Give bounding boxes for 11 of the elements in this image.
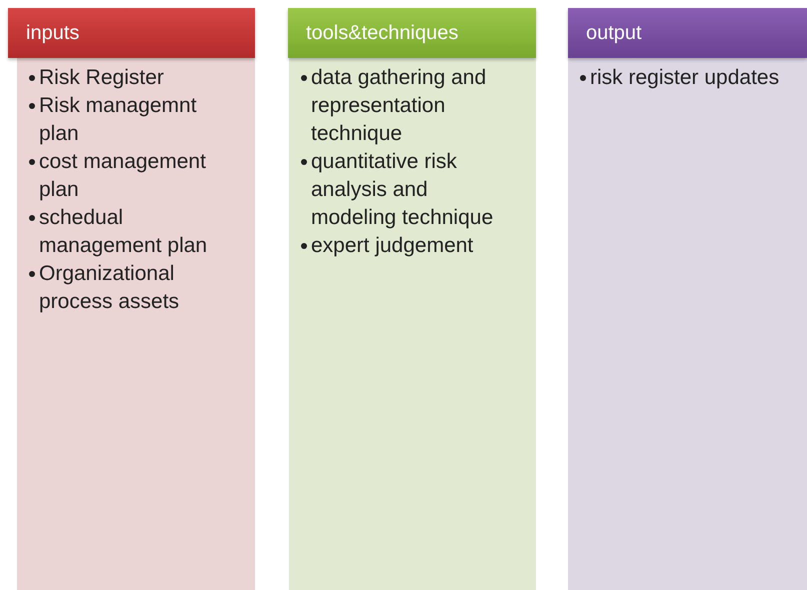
- header-bar: tools&techniques: [288, 8, 536, 58]
- column-panel: [568, 58, 807, 590]
- list-item: schedual management plan: [39, 205, 208, 259]
- list-item: Organizational process assets: [39, 261, 180, 315]
- header-bar: inputs: [8, 8, 255, 58]
- column-panel: [289, 58, 536, 590]
- list-item: Risk Register: [39, 65, 164, 91]
- list-item: risk register updates: [590, 65, 780, 91]
- header-bar: output: [568, 8, 807, 58]
- column-panel: [17, 58, 255, 590]
- list-item: expert judgement: [311, 233, 474, 259]
